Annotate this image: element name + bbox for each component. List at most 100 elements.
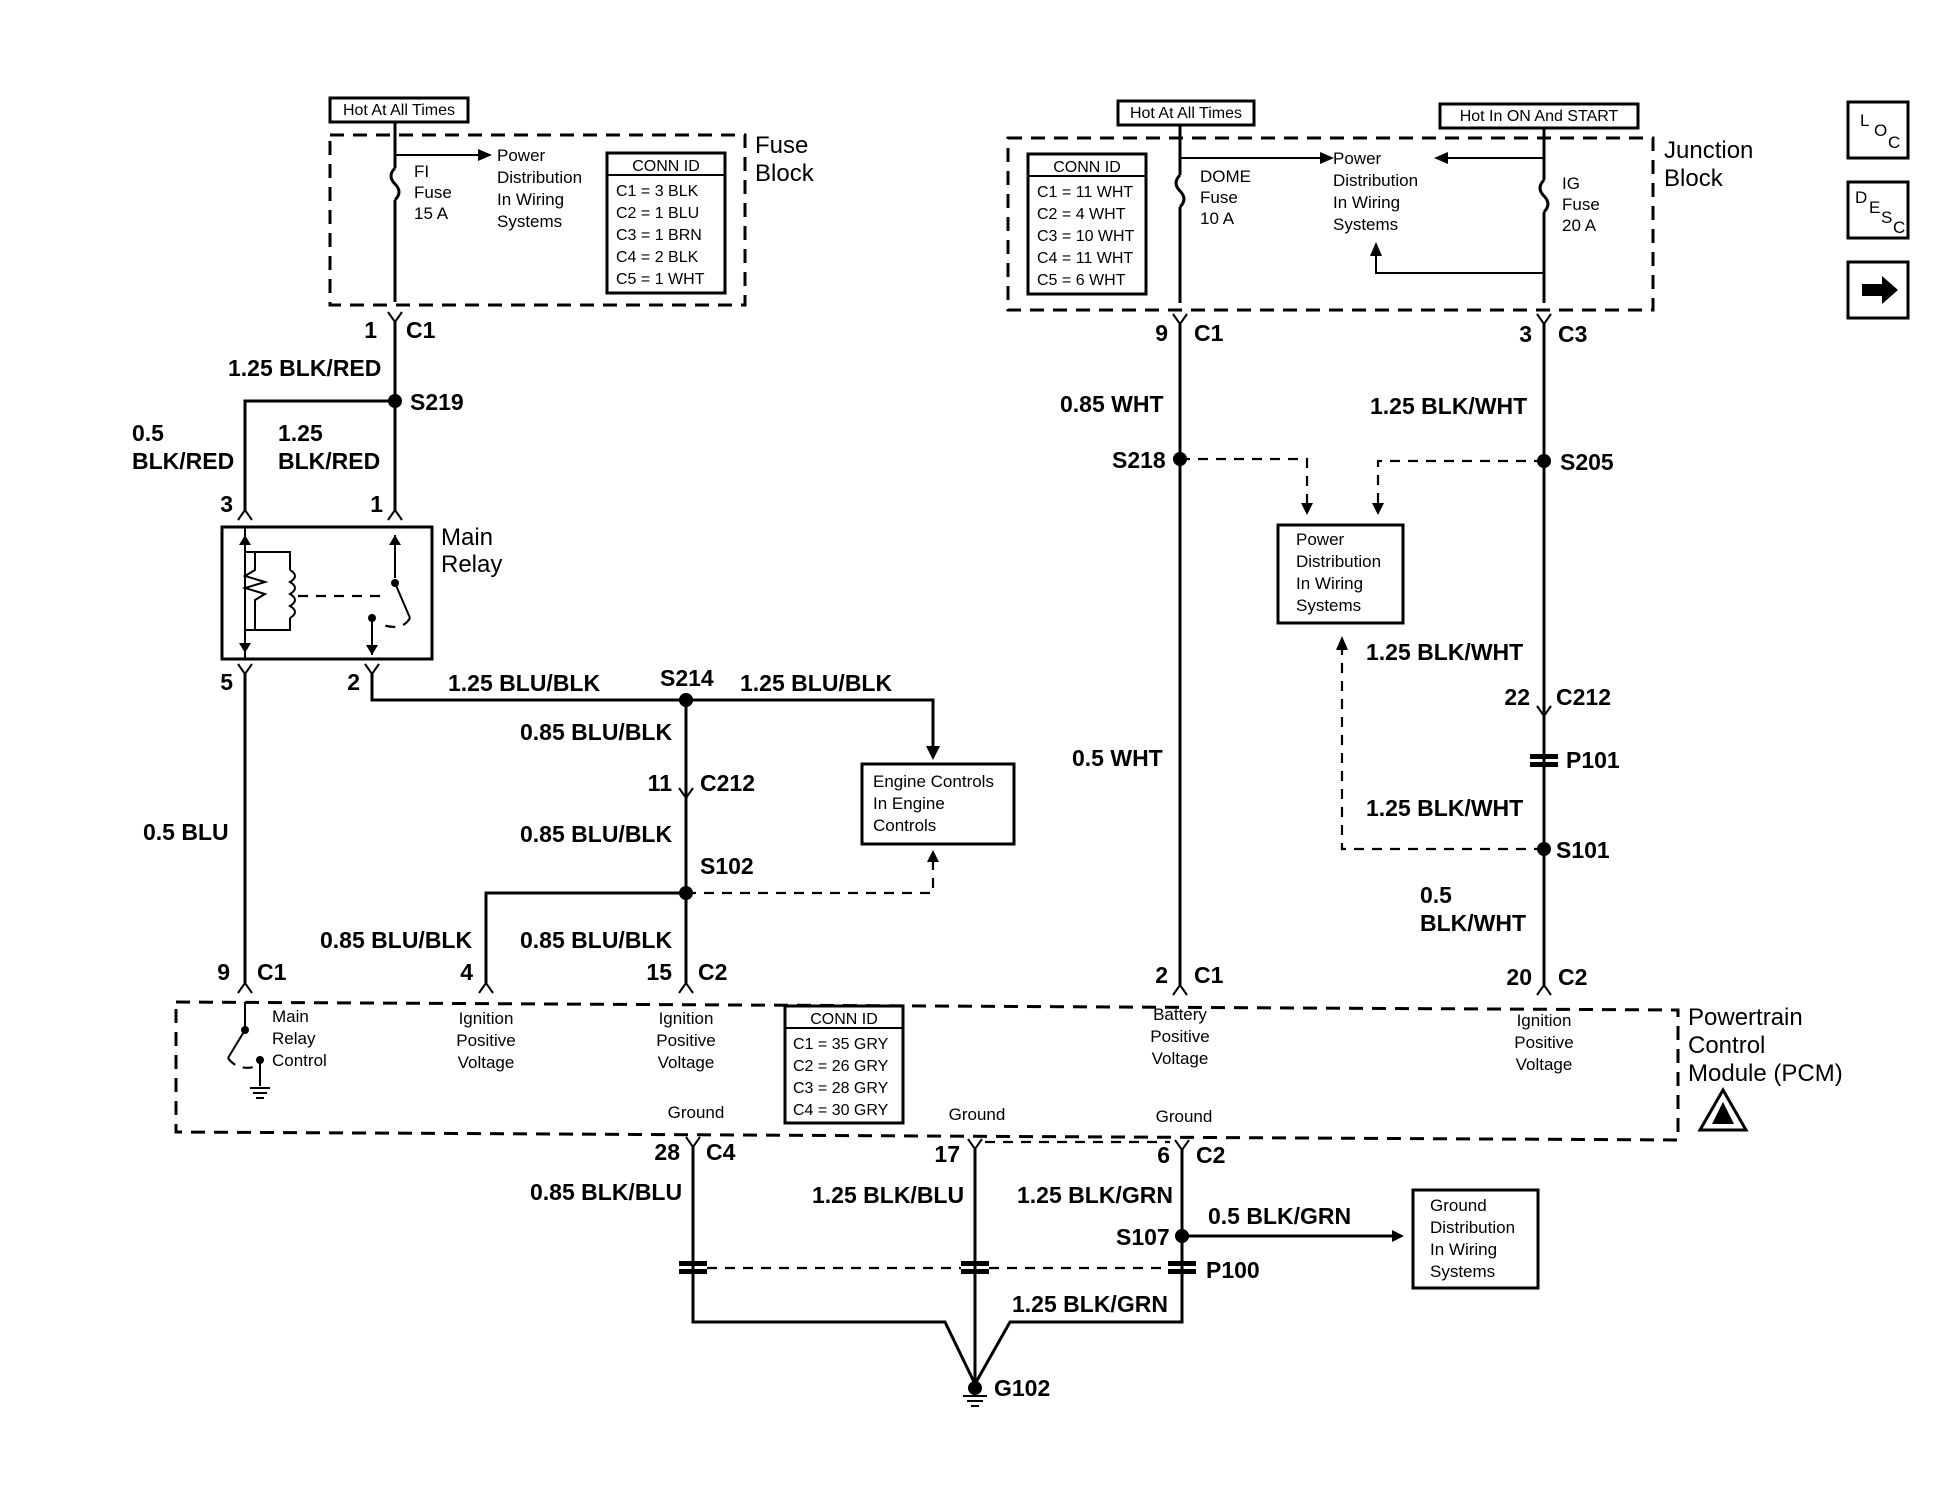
svg-text:BLK/RED: BLK/RED: [132, 448, 234, 474]
svg-text:Voltage: Voltage: [1516, 1055, 1573, 1074]
relay-coil-icon: [288, 569, 296, 619]
fuse-block: Hot At All Times Fuse Block FI Fuse 15 A…: [328, 96, 815, 307]
dome-fuse-icon: [1174, 173, 1186, 209]
svg-text:Fuse: Fuse: [414, 183, 452, 202]
svg-text:CONN ID: CONN ID: [810, 1011, 878, 1028]
svg-text:S214: S214: [660, 665, 714, 691]
svg-text:15 A: 15 A: [414, 204, 449, 223]
svg-text:S: S: [1881, 208, 1892, 227]
svg-text:Ignition: Ignition: [459, 1009, 514, 1028]
svg-text:S107: S107: [1116, 1224, 1170, 1250]
conn-id-header: CONN ID: [632, 158, 700, 175]
svg-text:C212: C212: [1556, 684, 1611, 710]
splice-label: S219: [410, 389, 464, 415]
svg-text:0.85 BLU/BLK: 0.85 BLU/BLK: [320, 927, 472, 953]
svg-text:C2: C2: [1196, 1142, 1225, 1168]
loc-icon[interactable]: L O C: [1846, 100, 1910, 160]
svg-text:11: 11: [648, 770, 673, 796]
svg-text:C212: C212: [700, 770, 755, 796]
svg-text:C2 = 4 WHT: C2 = 4 WHT: [1037, 206, 1126, 223]
svg-text:S101: S101: [1556, 837, 1610, 863]
svg-text:Controls: Controls: [873, 816, 936, 835]
svg-text:C2 = 1 BLU: C2 = 1 BLU: [616, 205, 699, 222]
svg-text:0.5 BLK/GRN: 0.5 BLK/GRN: [1208, 1203, 1351, 1229]
fi-fuse-icon: [389, 166, 401, 202]
svg-text:Distribution: Distribution: [1430, 1218, 1515, 1237]
svg-text:10 A: 10 A: [1200, 209, 1235, 228]
svg-text:CONN ID: CONN ID: [1053, 159, 1121, 176]
svg-text:3: 3: [1519, 321, 1532, 347]
next-arrow-icon[interactable]: [1846, 260, 1910, 320]
svg-text:Engine Controls: Engine Controls: [873, 772, 994, 791]
svg-text:C3 = 28 GRY: C3 = 28 GRY: [793, 1080, 889, 1097]
svg-text:Positive: Positive: [456, 1031, 516, 1050]
svg-text:1: 1: [370, 491, 383, 517]
svg-text:C2: C2: [698, 959, 727, 985]
svg-text:Power: Power: [497, 146, 546, 165]
svg-text:2: 2: [347, 669, 360, 695]
svg-text:Ground: Ground: [668, 1103, 725, 1122]
svg-text:Positive: Positive: [656, 1031, 716, 1050]
svg-text:In Wiring: In Wiring: [1296, 574, 1363, 593]
svg-text:C2 = 26 GRY: C2 = 26 GRY: [793, 1058, 889, 1075]
svg-text:S102: S102: [700, 853, 754, 879]
svg-text:Ignition: Ignition: [1517, 1011, 1572, 1030]
svg-text:0.85 WHT: 0.85 WHT: [1060, 391, 1164, 417]
svg-text:Ground: Ground: [1156, 1107, 1213, 1126]
svg-text:Block: Block: [1664, 165, 1724, 192]
svg-text:Power: Power: [1296, 530, 1345, 549]
svg-text:9: 9: [1155, 320, 1168, 346]
svg-text:C3 = 1 BRN: C3 = 1 BRN: [616, 227, 702, 244]
svg-text:Hot At All Times: Hot At All Times: [1130, 105, 1242, 122]
svg-text:1.25: 1.25: [278, 420, 323, 446]
svg-text:C2: C2: [1558, 964, 1587, 990]
svg-text:Voltage: Voltage: [658, 1053, 715, 1072]
svg-text:0.5 WHT: 0.5 WHT: [1072, 745, 1163, 771]
svg-text:C: C: [1888, 133, 1900, 152]
svg-text:C1 = 35 GRY: C1 = 35 GRY: [793, 1036, 889, 1053]
svg-text:C4 = 2 BLK: C4 = 2 BLK: [616, 249, 699, 266]
svg-text:1.25 BLK/BLU: 1.25 BLK/BLU: [812, 1182, 964, 1208]
svg-text:C4: C4: [706, 1139, 736, 1165]
svg-text:Systems: Systems: [1296, 596, 1361, 615]
svg-text:5: 5: [220, 669, 233, 695]
svg-text:1.25 BLK/GRN: 1.25 BLK/GRN: [1017, 1182, 1173, 1208]
svg-text:4: 4: [460, 959, 473, 985]
svg-text:0.5 BLU: 0.5 BLU: [143, 819, 229, 845]
wire-label: 1.25 BLK/RED: [228, 355, 381, 381]
main-relay: Main Relay: [220, 524, 502, 661]
svg-text:Ground: Ground: [1430, 1196, 1487, 1215]
svg-text:P101: P101: [1566, 747, 1620, 773]
svg-text:Systems: Systems: [1430, 1262, 1495, 1281]
svg-text:Fuse: Fuse: [1562, 195, 1600, 214]
svg-text:In Wiring: In Wiring: [497, 190, 564, 209]
desc-icon[interactable]: D E S C: [1846, 180, 1910, 240]
svg-text:1.25 BLK/GRN: 1.25 BLK/GRN: [1012, 1291, 1168, 1317]
svg-text:C3 = 10 WHT: C3 = 10 WHT: [1037, 228, 1135, 245]
svg-text:O: O: [1874, 121, 1887, 140]
svg-text:D: D: [1855, 188, 1867, 207]
p100-connector-icon: [679, 1261, 707, 1266]
svg-text:1.25 BLK/WHT: 1.25 BLK/WHT: [1370, 393, 1527, 419]
svg-text:C: C: [1893, 218, 1905, 237]
svg-text:20 A: 20 A: [1562, 216, 1597, 235]
p101-connector-icon: [1530, 754, 1558, 759]
svg-text:C4 = 30 GRY: C4 = 30 GRY: [793, 1102, 889, 1119]
svg-text:17: 17: [934, 1141, 960, 1167]
svg-text:Relay: Relay: [441, 551, 502, 578]
svg-text:Ground: Ground: [949, 1105, 1006, 1124]
svg-text:C1: C1: [257, 959, 287, 985]
svg-text:C4 = 11 WHT: C4 = 11 WHT: [1037, 250, 1133, 267]
svg-text:Systems: Systems: [497, 212, 562, 231]
svg-text:Control: Control: [272, 1051, 327, 1070]
svg-text:C5 = 6 WHT: C5 = 6 WHT: [1037, 272, 1126, 289]
svg-text:DOME: DOME: [1200, 167, 1251, 186]
pcm-relay-switch-icon: [227, 1029, 246, 1059]
svg-text:22: 22: [1504, 684, 1530, 710]
svg-text:FI: FI: [414, 162, 429, 181]
svg-text:C1 = 3 BLK: C1 = 3 BLK: [616, 183, 699, 200]
svg-text:G102: G102: [994, 1375, 1050, 1401]
svg-text:Ignition: Ignition: [659, 1009, 714, 1028]
power-distribution-box: Power Distribution In Wiring Systems: [1276, 523, 1405, 625]
svg-text:Main: Main: [272, 1007, 309, 1026]
